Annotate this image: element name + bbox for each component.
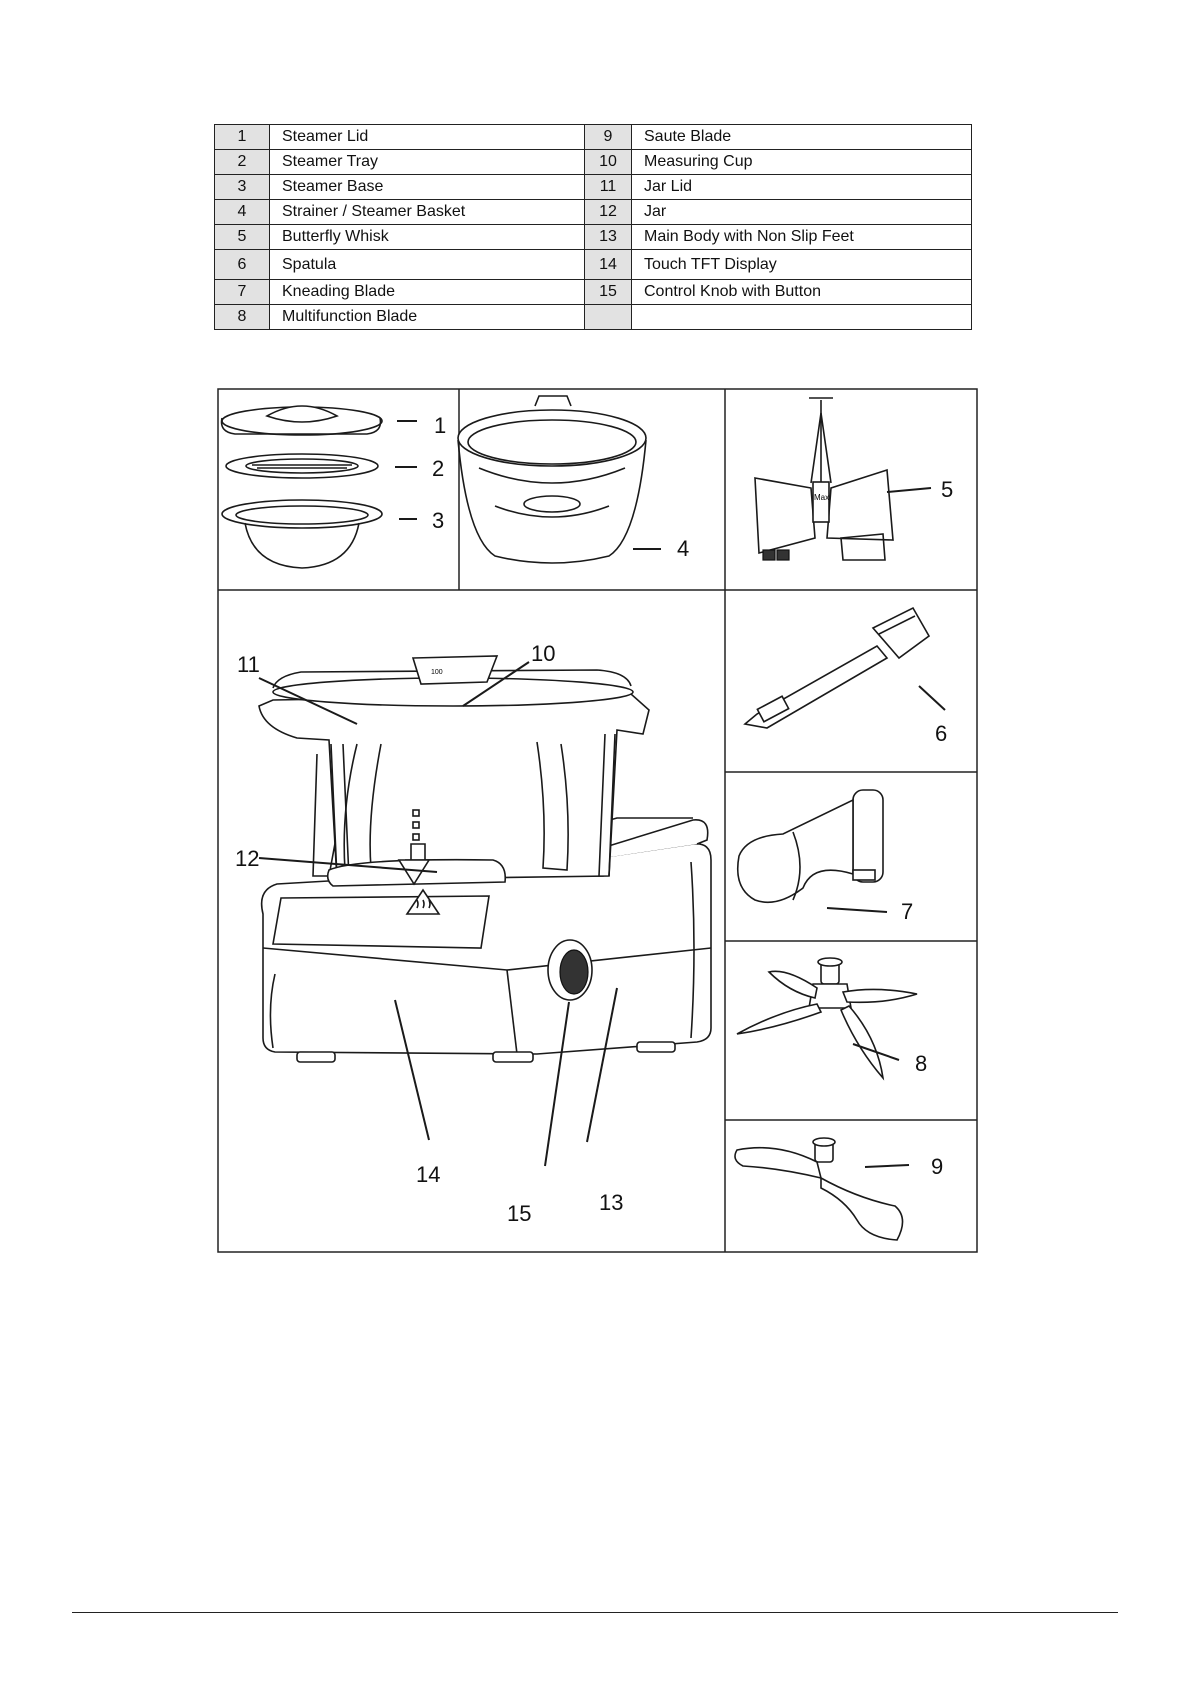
part-name: Measuring Cup bbox=[631, 149, 972, 175]
part-number: 6 bbox=[214, 249, 270, 280]
table-row: 7 Kneading Blade 15 Control Knob with Bu… bbox=[214, 279, 972, 305]
part-number: 4 bbox=[214, 199, 270, 225]
whisk-max-mark: Max bbox=[814, 493, 829, 502]
part-name: Spatula bbox=[269, 249, 585, 280]
parts-legend-table: 1 Steamer Lid 9 Saute Blade 2 Steamer Tr… bbox=[214, 124, 972, 330]
kneading-blade-illustration bbox=[736, 789, 884, 904]
multifunction-blade-illustration bbox=[736, 957, 918, 1081]
callout-11: 11 bbox=[237, 652, 260, 677]
part-number: 14 bbox=[584, 249, 632, 280]
part-name: Jar Lid bbox=[631, 174, 972, 200]
part-number: 8 bbox=[214, 304, 270, 330]
parts-diagram: 1 2 3 4 Max 5 6 bbox=[217, 388, 978, 1253]
callout-8: 8 bbox=[915, 1051, 927, 1076]
steamer-basket-illustration bbox=[457, 395, 647, 564]
part-number: 2 bbox=[214, 149, 270, 175]
part-name: Touch TFT Display bbox=[631, 249, 972, 280]
footer-rule bbox=[72, 1612, 1118, 1613]
table-row: 2 Steamer Tray 10 Measuring Cup bbox=[214, 149, 972, 175]
part-name: Main Body with Non Slip Feet bbox=[631, 224, 972, 250]
callout-13: 13 bbox=[599, 1190, 623, 1215]
part-number: 12 bbox=[584, 199, 632, 225]
part-name: Steamer Base bbox=[269, 174, 585, 200]
part-name: Jar bbox=[631, 199, 972, 225]
table-row: 4 Strainer / Steamer Basket 12 Jar bbox=[214, 199, 972, 225]
callout-2: 2 bbox=[432, 456, 444, 481]
part-name: Saute Blade bbox=[631, 124, 972, 150]
part-number: 1 bbox=[214, 124, 270, 150]
part-number: 3 bbox=[214, 174, 270, 200]
main-appliance-illustration: 100 bbox=[258, 655, 712, 1063]
part-number: 7 bbox=[214, 279, 270, 305]
callout-4: 4 bbox=[677, 536, 689, 561]
part-name: Strainer / Steamer Basket bbox=[269, 199, 585, 225]
diagram-frame bbox=[217, 388, 978, 1253]
callout-10: 10 bbox=[531, 641, 555, 666]
saute-blade-illustration bbox=[734, 1137, 904, 1241]
part-name: Kneading Blade bbox=[269, 279, 585, 305]
part-name bbox=[631, 304, 972, 330]
callout-3: 3 bbox=[432, 508, 444, 533]
steamer-set-illustration bbox=[220, 405, 383, 569]
callout-1: 1 bbox=[434, 413, 446, 438]
part-number: 15 bbox=[584, 279, 632, 305]
part-name: Multifunction Blade bbox=[269, 304, 585, 330]
callout-9: 9 bbox=[931, 1154, 943, 1179]
callout-12: 12 bbox=[235, 846, 259, 871]
part-number: 9 bbox=[584, 124, 632, 150]
part-number: 5 bbox=[214, 224, 270, 250]
part-number: 10 bbox=[584, 149, 632, 175]
callout-5: 5 bbox=[941, 477, 953, 502]
callout-14: 14 bbox=[416, 1162, 440, 1187]
table-row: 3 Steamer Base 11 Jar Lid bbox=[214, 174, 972, 200]
table-row: 6 Spatula 14 Touch TFT Display bbox=[214, 249, 972, 280]
part-name: Butterfly Whisk bbox=[269, 224, 585, 250]
spatula-illustration bbox=[743, 606, 931, 729]
part-number: 11 bbox=[584, 174, 632, 200]
touch-display bbox=[272, 895, 490, 949]
callout-6: 6 bbox=[935, 721, 947, 746]
table-row: 8 Multifunction Blade bbox=[214, 304, 972, 330]
table-row: 5 Butterfly Whisk 13 Main Body with Non … bbox=[214, 224, 972, 250]
table-row: 1 Steamer Lid 9 Saute Blade bbox=[214, 124, 972, 150]
part-name: Steamer Lid bbox=[269, 124, 585, 150]
part-number bbox=[584, 304, 632, 330]
callout-15: 15 bbox=[507, 1201, 531, 1226]
cup-scale-mark: 100 bbox=[431, 669, 443, 676]
part-name: Steamer Tray bbox=[269, 149, 585, 175]
part-name: Control Knob with Button bbox=[631, 279, 972, 305]
callout-7: 7 bbox=[901, 899, 913, 924]
butterfly-whisk-illustration: Max bbox=[754, 397, 894, 561]
part-number: 13 bbox=[584, 224, 632, 250]
